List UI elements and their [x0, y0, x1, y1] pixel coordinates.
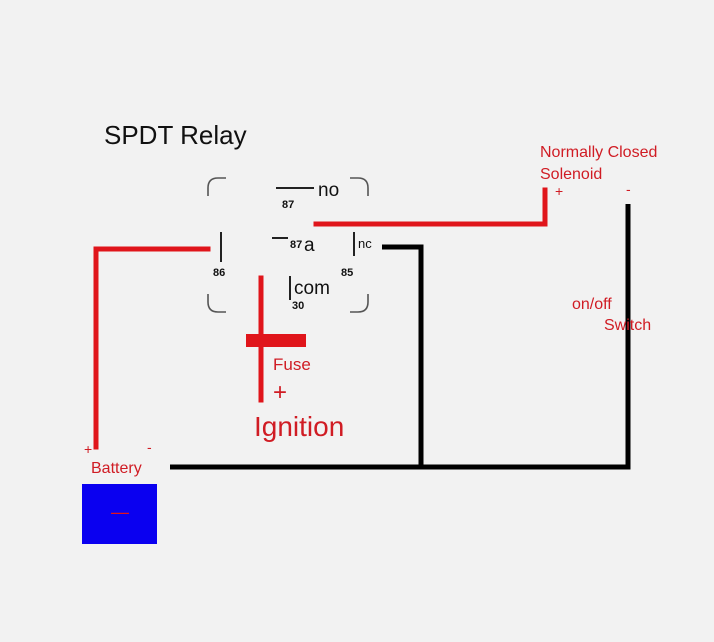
pin-87-label: 87 [282, 199, 294, 211]
ignition-label: Ignition [254, 411, 344, 442]
pin-87a-letter: a [304, 235, 315, 256]
pin-87a-number: 87 [290, 239, 302, 251]
battery-minus-label: - [147, 439, 152, 455]
pin-85-label: 85 [341, 267, 353, 279]
battery-plus-label: + [84, 441, 92, 457]
relay-body [207, 177, 369, 313]
pin-com-label: com [294, 278, 330, 299]
wire-85-to-ground [382, 244, 424, 468]
battery-icon [82, 484, 157, 544]
solenoid-label-line1: Normally Closed [540, 144, 657, 161]
fuse-symbol [246, 334, 306, 347]
battery-label: Battery [91, 460, 142, 477]
diagram-title: SPDT Relay [104, 120, 247, 150]
solenoid-plus-label: + [555, 183, 563, 199]
battery-symbol: — [111, 502, 129, 522]
ignition-plus-sign: + [273, 379, 287, 406]
solenoid-minus-label: - [626, 181, 631, 197]
pin-no-label: no [318, 180, 339, 201]
wire-battery-minus-to-switch [170, 204, 631, 470]
wire-86-to-battery-plus [93, 246, 211, 450]
wire-87a-to-solenoid [313, 187, 548, 227]
switch-label-line1: on/off [572, 296, 612, 313]
pin-86-label: 86 [213, 267, 225, 279]
solenoid-label-line2: Solenoid [540, 166, 602, 183]
fuse-label: Fuse [273, 355, 311, 374]
switch-label-line2: Switch [604, 317, 651, 334]
relay-contacts [220, 187, 355, 300]
pin-30-label: 30 [292, 300, 304, 312]
pin-nc-label: nc [358, 236, 372, 251]
